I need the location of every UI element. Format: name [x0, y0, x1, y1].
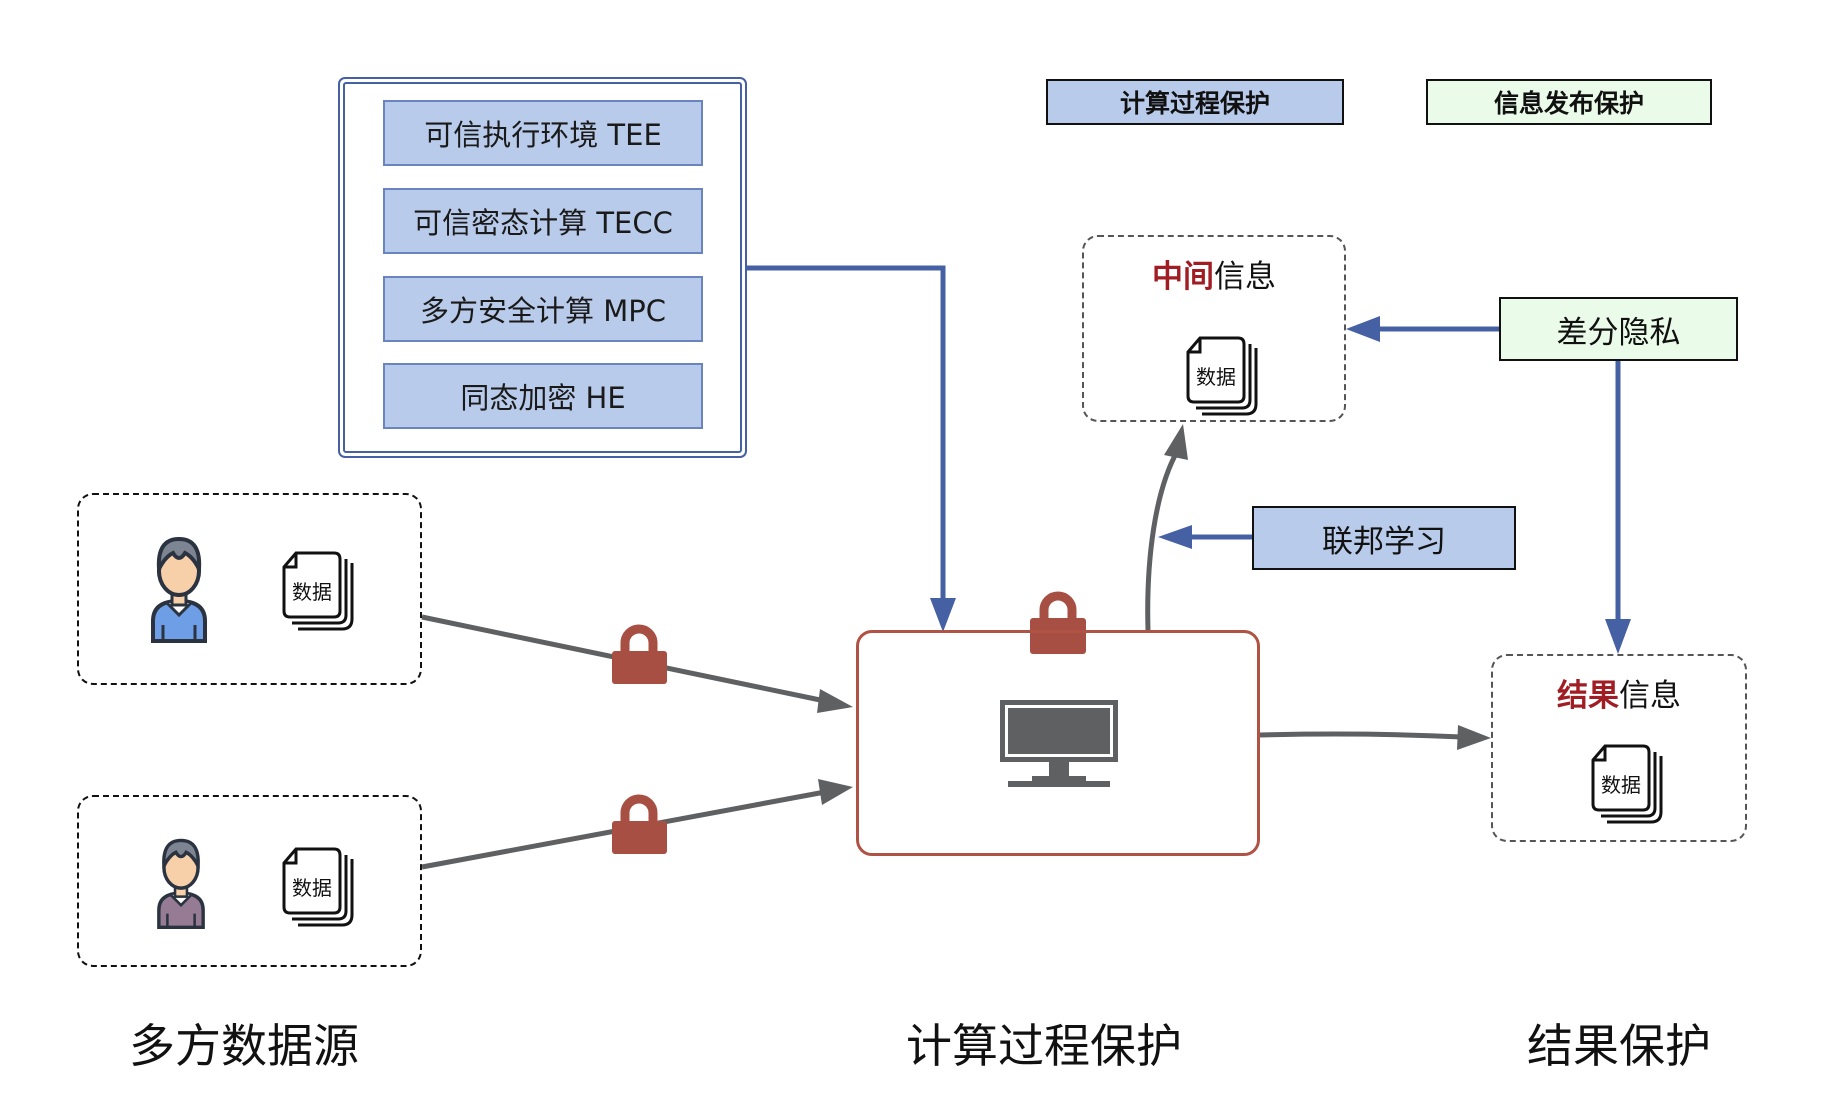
person-avatar-icon	[151, 536, 207, 643]
lock-icon	[1030, 591, 1086, 654]
techniques-group	[338, 77, 747, 458]
technique-label: 可信密态计算 TECC	[413, 206, 673, 240]
doc-label: 数据	[1196, 365, 1236, 389]
arrow-compute-to-intermediate	[1145, 424, 1188, 631]
technique-he: 同态加密 HE	[383, 363, 703, 429]
result-info-box: 结果信息 数据	[1491, 654, 1747, 842]
data-source-box-2: 数据	[77, 795, 422, 967]
doc-label: 数据	[1601, 773, 1641, 797]
title-rest: 信息	[1619, 678, 1681, 714]
data-document-icon: 数据	[1186, 336, 1258, 416]
technique-label: 同态加密 HE	[460, 381, 626, 415]
doc-label: 数据	[292, 580, 332, 604]
data-source-box-1: 数据	[77, 493, 422, 685]
person-avatar-icon	[157, 838, 205, 929]
compute-box	[856, 630, 1260, 856]
technique-tecc: 可信密态计算 TECC	[383, 188, 703, 254]
federated-learning-box: 联邦学习	[1252, 506, 1516, 570]
label-result-protection: 结果保护	[1527, 1019, 1711, 1073]
technique-tee: 可信执行环境 TEE	[383, 100, 703, 166]
legend-label: 计算过程保护	[1119, 89, 1270, 118]
data-document-icon: 数据	[282, 847, 354, 927]
lock-icon	[612, 794, 667, 854]
data-document-icon: 数据	[1591, 744, 1663, 824]
technique-label: 可信执行环境 TEE	[424, 118, 662, 152]
legend-compute-protection: 计算过程保护	[1046, 79, 1344, 125]
title-highlight: 结果	[1557, 678, 1619, 714]
arrow-dp-to-intermediate	[1346, 316, 1499, 342]
label-data-sources: 多方数据源	[129, 1019, 359, 1073]
technique-label: 多方安全计算 MPC	[420, 294, 666, 328]
federated-learning-label: 联邦学习	[1322, 523, 1446, 560]
title-highlight: 中间	[1152, 259, 1214, 295]
intermediate-info-title: 中间信息	[1084, 251, 1344, 296]
arrow-dp-to-result	[1605, 361, 1631, 654]
lock-icon	[612, 624, 667, 684]
label-compute-protection: 计算过程保护	[906, 1019, 1182, 1073]
differential-privacy-label: 差分隐私	[1556, 314, 1681, 351]
intermediate-info-box: 中间信息 数据	[1082, 235, 1346, 422]
legend-label: 信息发布保护	[1493, 89, 1644, 118]
title-rest: 信息	[1214, 259, 1276, 295]
arrow-compute-to-result	[1259, 725, 1491, 750]
result-info-title: 结果信息	[1493, 670, 1745, 715]
technique-mpc: 多方安全计算 MPC	[383, 276, 703, 342]
arrow-techniques-to-compute	[747, 265, 956, 632]
legend-publish-protection: 信息发布保护	[1426, 79, 1712, 125]
techniques-group-inner-border	[343, 82, 742, 453]
doc-label: 数据	[292, 876, 332, 900]
differential-privacy-box: 差分隐私	[1499, 297, 1738, 361]
data-document-icon: 数据	[282, 551, 354, 631]
monitor-icon	[1000, 700, 1118, 787]
arrow-federated-to-intermediate-flow	[1158, 525, 1252, 549]
